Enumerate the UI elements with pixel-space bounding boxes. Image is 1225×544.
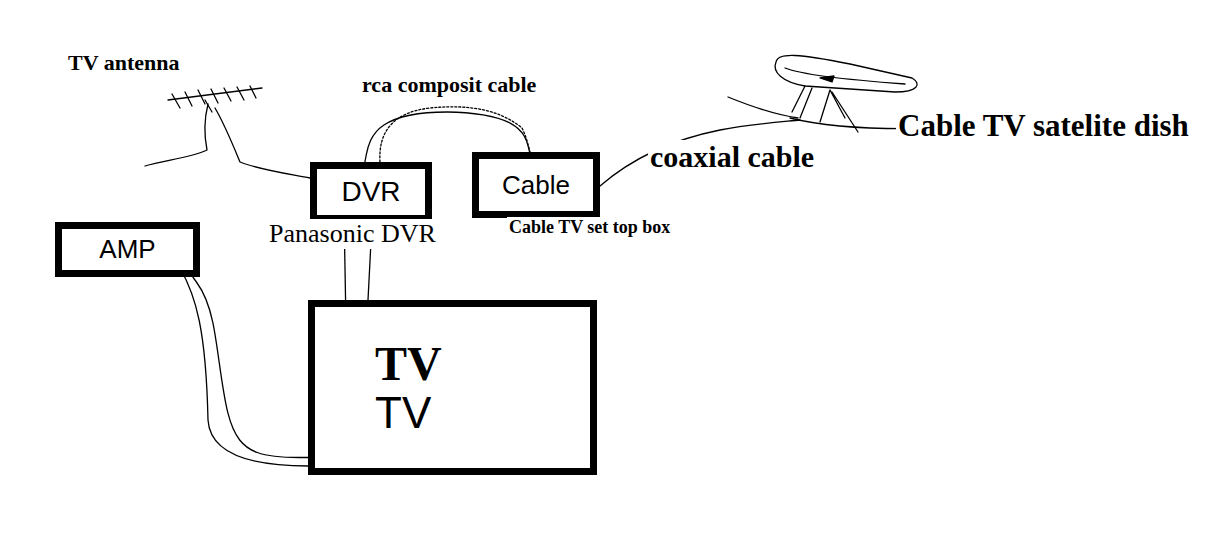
- amp-tv-wire: [193, 277, 308, 458]
- tv-label: TV: [375, 339, 442, 389]
- antenna-drawing: [145, 86, 310, 178]
- tv-label: TV: [375, 390, 431, 436]
- tv-box: TVTV: [308, 300, 597, 475]
- box-label: DVR: [341, 176, 400, 208]
- dish-label: Cable TV satelite dish: [896, 108, 1191, 144]
- dvr-box: DVRPanasonic DVR: [310, 162, 432, 222]
- set-top-box: CableCable TV set top box: [472, 152, 600, 218]
- box-label: Cable: [502, 170, 570, 201]
- amp-box: AMP: [55, 222, 200, 277]
- antenna-label: TV antenna: [66, 50, 181, 76]
- coaxial-cable-label: coaxial cable: [648, 140, 816, 174]
- box-label: AMP: [99, 234, 155, 265]
- device-caption: Panasonic DVR: [267, 219, 438, 249]
- device-caption: Cable TV set top box: [507, 217, 672, 238]
- wire-strand: [180, 268, 308, 466]
- cable-label: rca composit cable: [360, 72, 538, 98]
